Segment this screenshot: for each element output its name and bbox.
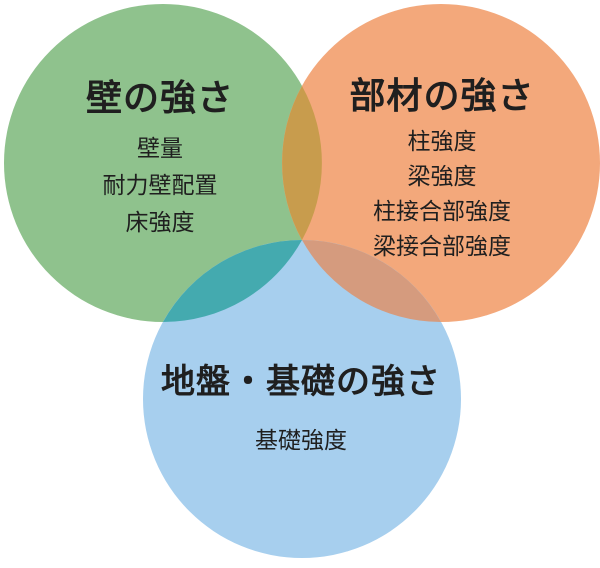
list-item: 基礎強度 xyxy=(255,427,347,453)
member-foundation-overlap xyxy=(302,240,441,322)
list-item: 梁接合部強度 xyxy=(373,233,511,259)
wall-strength-title: 壁の強さ xyxy=(85,77,234,118)
member-strength-items: 柱強度 梁強度 柱接合部強度 梁接合部強度 xyxy=(292,124,592,264)
list-item: 床強度 xyxy=(125,209,195,235)
member-strength-title: 部材の強さ xyxy=(349,75,535,116)
wall-strength-items: 壁量 耐力壁配置 床強度 xyxy=(10,130,310,241)
list-item: 耐力壁配置 xyxy=(102,172,218,198)
member-strength-label-group: 部材の強さ 柱強度 梁強度 柱接合部強度 梁接合部強度 xyxy=(292,74,592,264)
foundation-strength-items: 基礎強度 xyxy=(141,424,461,456)
list-item: 壁量 xyxy=(137,135,183,161)
foundation-strength-circle xyxy=(143,240,461,558)
foundation-strength-title: 地盤・基礎の強さ xyxy=(161,363,441,401)
wall-strength-label-group: 壁の強さ 壁量 耐力壁配置 床強度 xyxy=(10,76,310,241)
foundation-strength-label-group: 地盤・基礎の強さ 基礎強度 xyxy=(141,360,461,456)
wall-member-overlap xyxy=(282,86,322,240)
list-item: 梁強度 xyxy=(407,163,477,189)
list-item: 柱接合部強度 xyxy=(373,198,511,224)
wall-foundation-overlap xyxy=(163,240,302,322)
list-item: 柱強度 xyxy=(407,128,477,154)
member-strength-circle xyxy=(282,4,600,322)
wall-strength-circle xyxy=(4,4,322,322)
